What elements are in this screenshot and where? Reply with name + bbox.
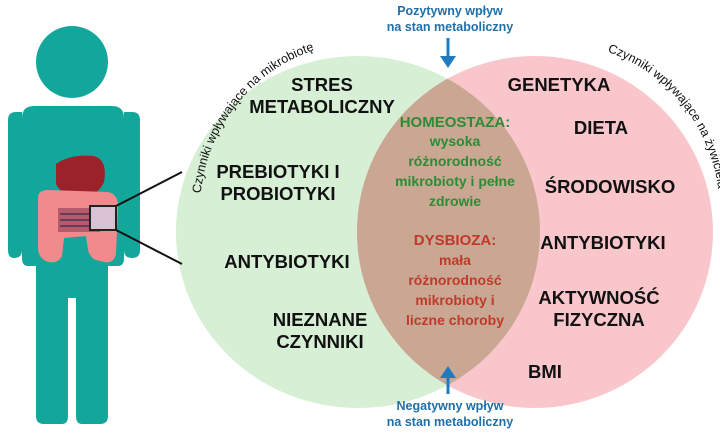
left-item-stres-line1: STRES	[291, 74, 353, 95]
homeostaza-line2: różnorodność	[408, 153, 502, 169]
gut-organs-icon	[38, 155, 118, 263]
zoom-line-lower	[115, 229, 183, 265]
left-item-stres-line2: METABOLICZNY	[249, 96, 395, 117]
homeostaza-line4: zdrowie	[429, 193, 481, 209]
bottom-arrow-label-line2: na stan metaboliczny	[387, 415, 513, 429]
right-item-antybiotyki: ANTYBIOTYKI	[540, 232, 665, 253]
homeostaza-line3: mikrobioty i pełne	[395, 173, 515, 189]
right-item-aktywnosc-line2: FIZYCZNA	[553, 309, 644, 330]
homeostaza-line1: wysoka	[429, 133, 481, 149]
homeostaza-heading: HOMEOSTAZA:	[400, 114, 511, 131]
zoom-line-upper	[115, 171, 183, 207]
top-arrow-label-line2: na stan metaboliczny	[387, 20, 513, 34]
dysbioza-line3: mikrobioty i	[415, 292, 494, 308]
right-item-genetyka: GENETYKA	[508, 74, 611, 95]
bottom-arrow-icon	[440, 366, 456, 394]
right-item-dieta: DIETA	[574, 117, 628, 138]
dysbioza-line4: liczne choroby	[406, 312, 504, 328]
dysbioza-line1: mała	[439, 252, 471, 268]
dysbioza-line2: różnorodność	[408, 272, 502, 288]
left-item-nieznane-line2: CZYNNIKI	[276, 331, 363, 352]
left-item-prebiotyki-line2: PROBIOTYKI	[220, 183, 335, 204]
left-item-prebiotyki-line1: PREBIOTYKI I	[216, 161, 339, 182]
right-item-bmi: BMI	[528, 361, 562, 382]
right-item-srodowisko: ŚRODOWISKO	[545, 176, 676, 197]
top-arrow-label-line1: Pozytywny wpływ	[397, 4, 503, 18]
bottom-arrow-label-line1: Negatywny wpływ	[397, 399, 504, 413]
left-item-nieznane-line1: NIEZNANE	[273, 309, 368, 330]
top-arrow-icon	[440, 38, 456, 68]
dysbioza-heading: DYSBIOZA:	[414, 232, 497, 249]
right-item-aktywnosc-line1: AKTYWNOŚĆ	[538, 287, 659, 308]
overlap-region	[357, 56, 540, 408]
left-item-antybiotyki: ANTYBIOTYKI	[224, 251, 349, 272]
